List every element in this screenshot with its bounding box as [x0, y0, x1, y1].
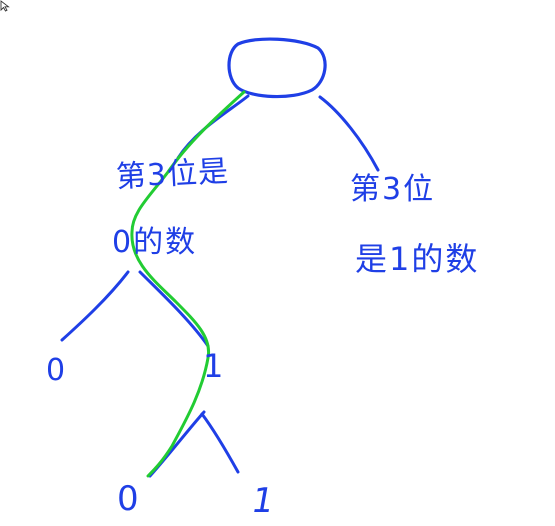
- right-branch-label-line2: 是1的数: [355, 240, 480, 278]
- edge-left-to-0: [60, 270, 130, 342]
- root-node: [227, 37, 327, 99]
- node-level3-left: 0: [117, 479, 139, 519]
- node-level2-left: 0: [46, 353, 66, 388]
- left-branch-label-line2: 0的数: [112, 225, 198, 260]
- edge-1-to-1: [200, 412, 240, 474]
- highlighted-path: [130, 90, 246, 478]
- node-level2-right: 1: [203, 347, 224, 385]
- edge-left-to-1: [138, 270, 210, 348]
- edge-root-left: [176, 94, 250, 160]
- mouse-cursor-icon: [0, 0, 10, 12]
- edge-root-right: [318, 95, 380, 172]
- right-branch-label-line1: 第3位: [350, 172, 436, 207]
- left-branch-label-line1: 第3位是: [115, 154, 230, 195]
